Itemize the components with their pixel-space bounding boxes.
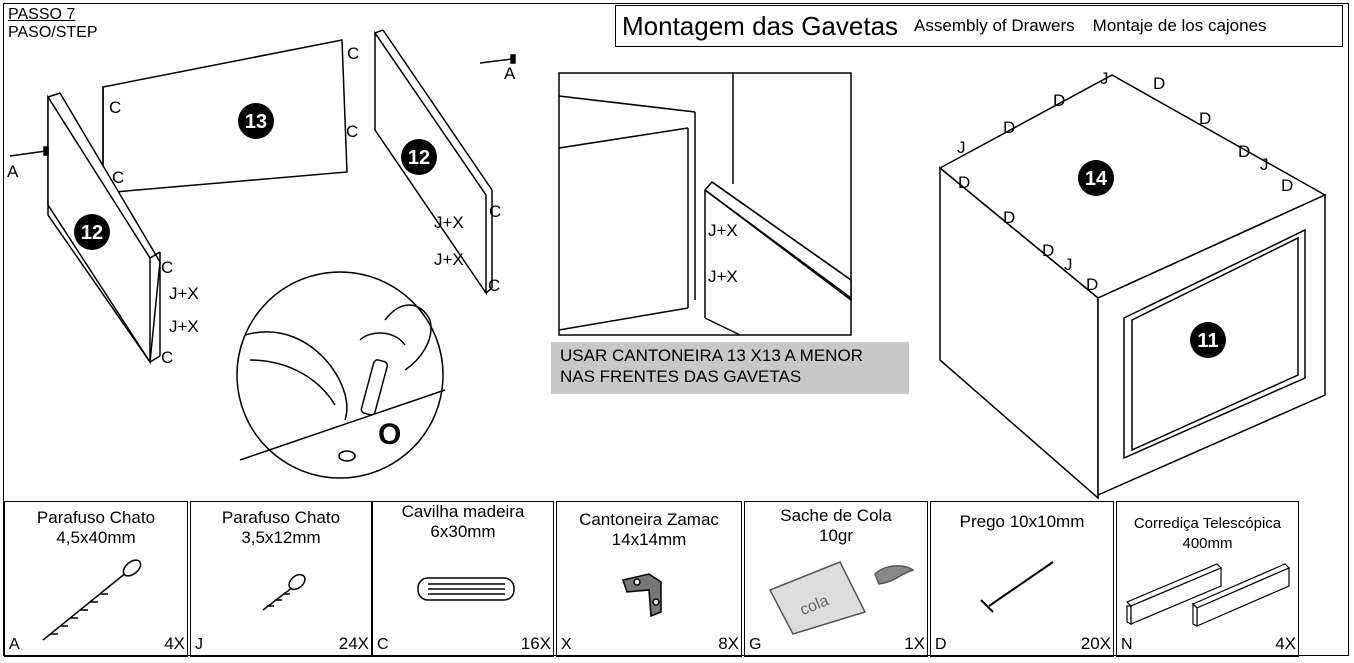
part-qty: 8X [718,634,739,653]
number-12-right: 12 [408,147,430,169]
label-a-right: A [504,64,516,83]
label-j-1: J [1100,69,1109,88]
note-line-1: USAR CANTONEIRA 13 X13 A MENOR [560,346,863,365]
nail-icon [980,561,1054,613]
note-box: USAR CANTONEIRA 13 X13 A MENOR NAS FRENT… [551,342,909,394]
label-c-5: C [489,202,501,221]
dowel-detail-circle [236,271,444,479]
label-d-7: D [1281,176,1293,195]
label-j-4: J [1064,255,1073,274]
dowel-icon [417,577,515,601]
part-qty: 4X [1275,634,1296,653]
part-code: D [935,636,947,653]
part-code: N [1121,636,1133,653]
part-name: Prego 10x10mm [959,512,1085,531]
long-screw-icon [42,559,142,641]
screw-a-right [479,54,516,64]
label-d-9: D [1042,241,1054,260]
label-d-10: D [1086,275,1098,294]
label-jx-1: J+X [434,213,464,232]
panel-13 [102,39,348,194]
part-code: J [195,636,203,653]
step-alt: PASO/STEP [8,24,98,41]
part-code: A [9,636,20,653]
label-c-6: C [488,276,500,295]
part-code: G [749,636,762,653]
part-drawer-slide: Corrediça Telescópica 400mm N 4X [1116,501,1299,657]
label-j-2: J [957,138,966,157]
part-name: Parafuso Chato [221,508,341,527]
label-jx-6: J+X [708,267,738,286]
label-j-3: J [1260,155,1269,174]
label-jx-4: J+X [169,317,199,336]
label-c-7: C [161,258,173,277]
number-14: 14 [1085,168,1108,190]
step-number: PASSO 7 [8,6,76,23]
part-size: 3,5x12mm [241,528,321,547]
label-c-3: C [346,122,358,141]
part-name: Corrediça Telescópica [1133,515,1282,532]
label-d-4: D [1003,118,1015,137]
part-size: 4,5x40mm [56,528,136,547]
assembly-illustration: A A C C C C C C C C J+X J+X J+X J+X J+X … [7,29,1327,500]
screw-a-left [9,146,49,157]
part-size: 10gr [818,526,854,545]
part-qty: 1X [904,634,925,653]
number-11: 11 [1197,330,1218,352]
label-o: O [378,418,401,451]
drawer-slide-icon [1125,563,1291,627]
label-jx-5: J+X [708,221,738,240]
number-12-left: 12 [81,222,103,244]
part-name: Parafuso Chato [36,508,156,527]
title-box: Montagem das Gavetas Assembly of Drawers… [615,5,1343,47]
short-screw-icon [262,573,306,611]
label-d-2: D [1053,91,1065,110]
part-code: C [377,636,389,653]
label-jx-2: J+X [434,250,464,269]
label-a-left: A [7,162,19,181]
label-d-8: D [1003,208,1015,227]
part-size: 6x30mm [430,522,496,541]
part-qty: 16X [520,634,551,653]
part-size: 14x14mm [611,530,687,549]
part-name: Cavilha madeira [401,502,525,521]
note-line-2: NAS FRENTES DAS GAVETAS [560,367,802,386]
label-c-1: C [347,44,359,63]
panel-14-side [939,166,1099,500]
bracket-icon [622,573,662,618]
title-pt: Montagem das Gavetas [622,10,899,41]
label-c-2: C [109,98,121,117]
part-qty: 24X [338,634,369,653]
part-qty: 4X [164,634,185,653]
label-jx-3: J+X [169,284,199,303]
page-frame [3,3,1349,656]
title-en: Assembly of Drawers [914,16,1075,35]
number-13: 13 [245,111,267,133]
part-nail: Prego 10x10mm D 20X [930,501,1114,657]
label-d-6: D [958,173,970,192]
part-name: Sache de Cola [780,506,892,525]
title-es: Montaje de los cajones [1092,16,1267,35]
step-label: PASSO 7 PASO/STEP [8,6,98,42]
label-d-1: D [1153,74,1165,93]
part-code: X [561,636,572,653]
label-c-8: C [161,348,173,367]
glue-sachet-icon: cola [768,561,915,635]
label-c-4: C [112,168,124,187]
part-qty: 20X [1080,634,1111,653]
part-size: 400mm [1182,535,1233,552]
label-d-5: D [1238,142,1250,161]
part-name: Cantoneira Zamac [579,510,719,529]
label-d-3: D [1199,109,1211,128]
